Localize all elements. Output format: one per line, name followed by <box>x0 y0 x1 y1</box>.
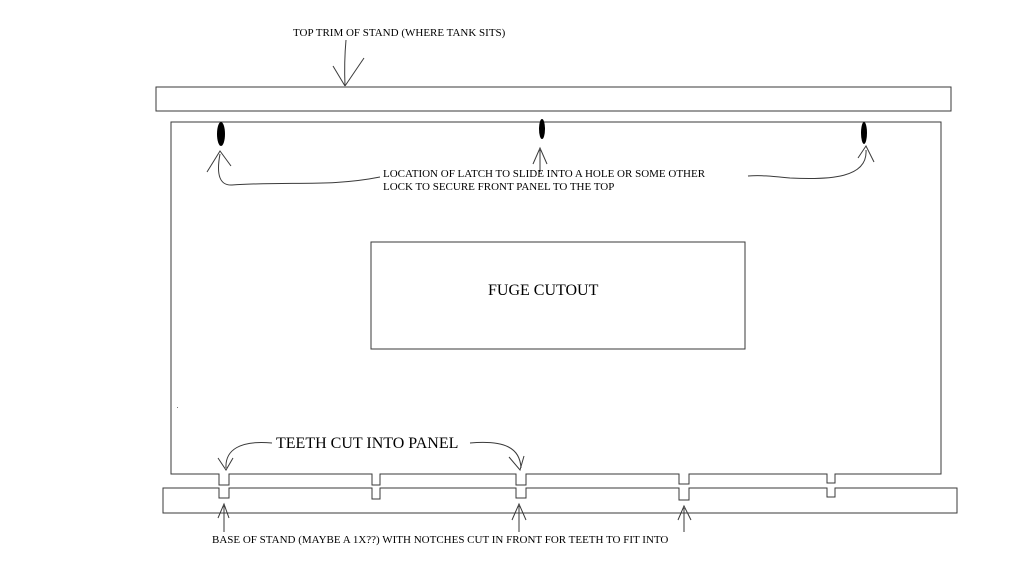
base-pointers <box>217 502 692 532</box>
latch-mark-left <box>217 122 225 146</box>
teeth-label: TEETH CUT INTO PANEL <box>276 435 459 452</box>
latch-mark-right <box>861 122 867 144</box>
speck <box>177 407 178 408</box>
latch-label-line-1: LOCATION OF LATCH TO SLIDE INTO A HOLE O… <box>383 168 706 180</box>
latch-label-line-2: LOCK TO SECURE FRONT PANEL TO THE TOP <box>383 181 615 193</box>
latch-pointers <box>206 145 875 186</box>
fuge-cutout-box <box>370 241 746 350</box>
front-panel <box>170 121 942 486</box>
base-label: BASE OF STAND (MAYBE A 1X??) WITH NOTCHE… <box>212 534 669 546</box>
top-trim-label: TOP TRIM OF STAND (WHERE TANK SITS) <box>293 27 506 39</box>
base-board <box>162 487 958 514</box>
teeth-pointers <box>217 441 525 472</box>
latch-mark-center <box>539 119 545 139</box>
top-trim-board <box>155 86 952 112</box>
fuge-cutout-label: FUGE CUTOUT <box>488 282 599 299</box>
top-trim-arrow <box>332 39 365 87</box>
